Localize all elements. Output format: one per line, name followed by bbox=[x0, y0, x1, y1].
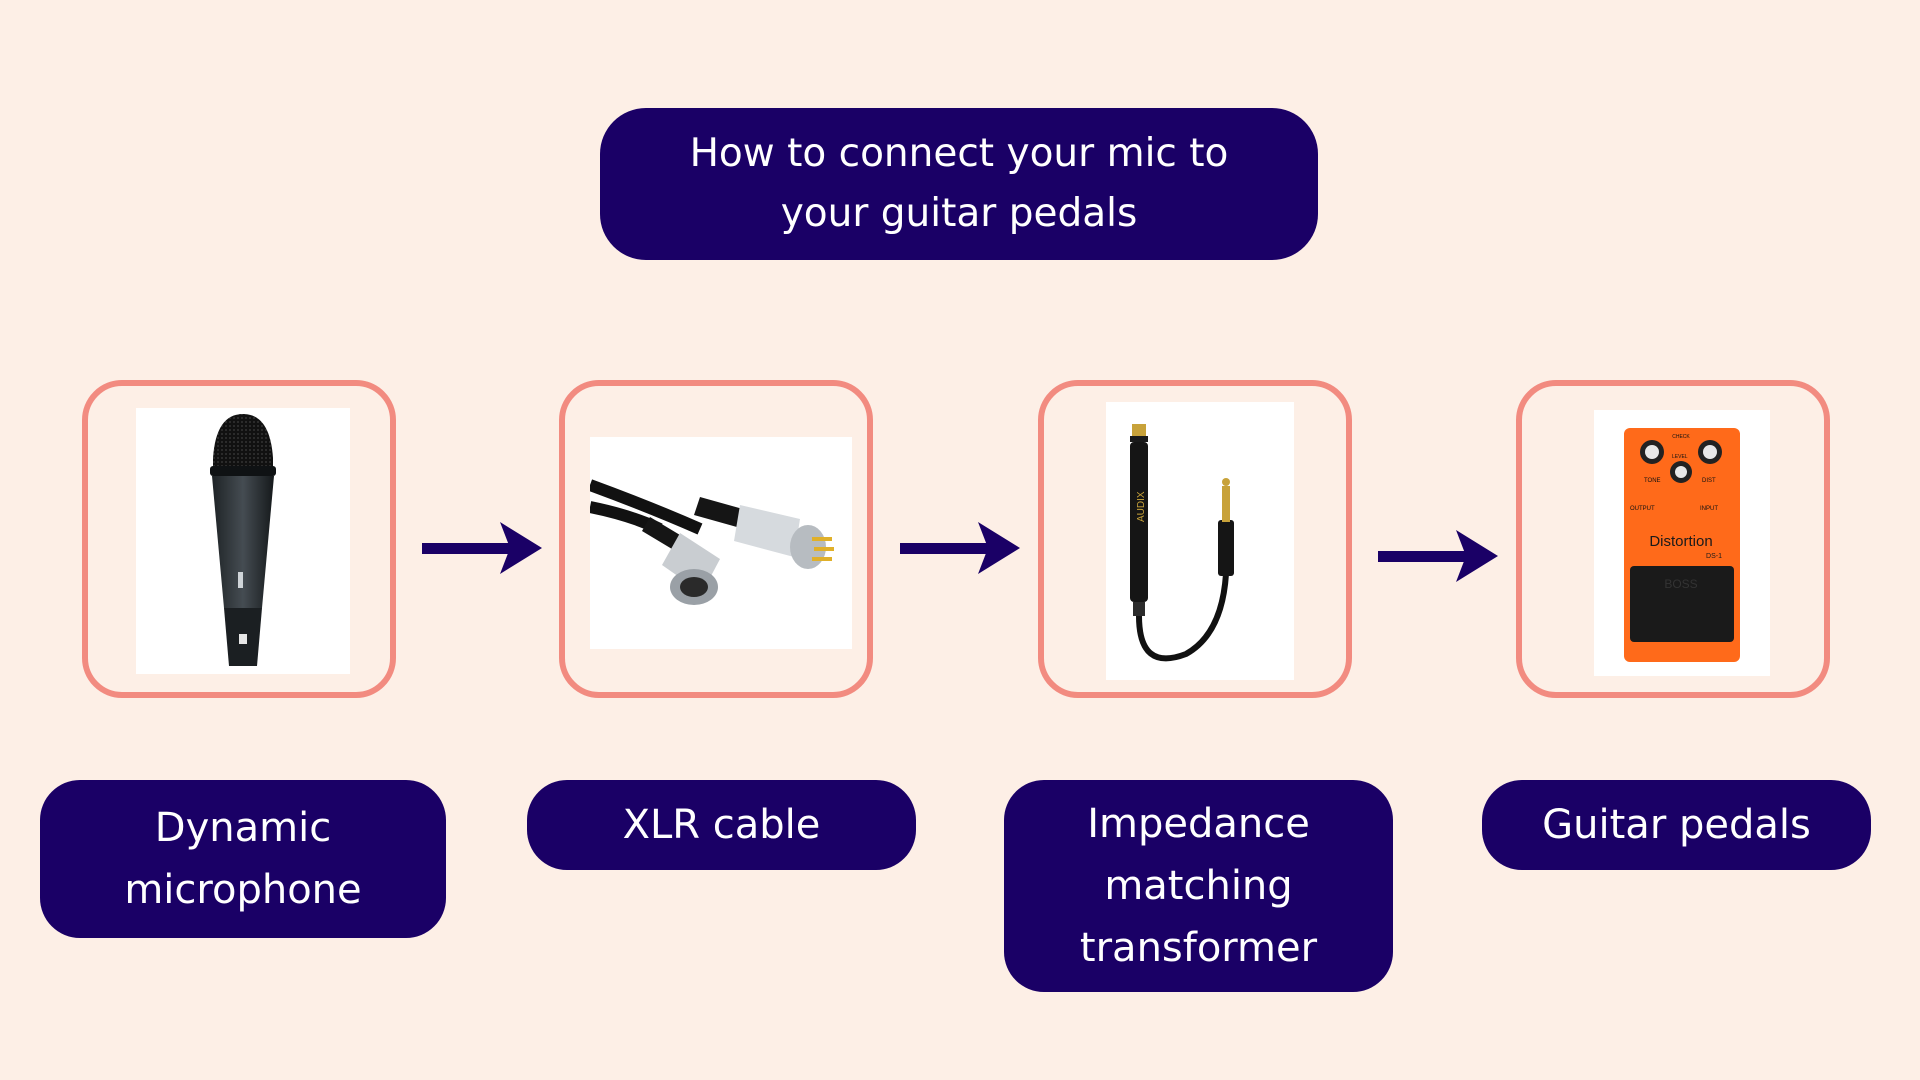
step-box-guitar-pedal: CHECK TONE LEVEL DIST OUTPUT INPUT Disto… bbox=[1516, 380, 1830, 698]
microphone-photo bbox=[136, 408, 350, 674]
step-label-xlr-cable-text: XLR cable bbox=[622, 802, 821, 848]
step-label-transformer: Impedance matching transformer bbox=[1004, 780, 1393, 992]
pedal-output-label: OUTPUT bbox=[1630, 506, 1655, 512]
arrow-right-icon bbox=[1378, 530, 1498, 582]
transformer-photo: AUDIX bbox=[1106, 402, 1294, 680]
step-label-guitar-pedals: Guitar pedals bbox=[1482, 780, 1871, 870]
step-box-transformer: AUDIX bbox=[1038, 380, 1352, 698]
step-label-xlr-cable: XLR cable bbox=[527, 780, 916, 870]
pedal-knob-dist: DIST bbox=[1702, 478, 1716, 484]
xlr-cable-icon bbox=[587, 479, 834, 605]
diagram-title: How to connect your mic to your guitar p… bbox=[600, 108, 1318, 260]
step-label-microphone-text: Dynamic microphone bbox=[124, 805, 362, 913]
guitar-pedal-photo: CHECK TONE LEVEL DIST OUTPUT INPUT Disto… bbox=[1594, 410, 1770, 676]
microphone-icon bbox=[210, 414, 276, 666]
step-box-microphone bbox=[82, 380, 396, 698]
transformer-icon: AUDIX bbox=[1130, 424, 1234, 662]
pedal-check-label: CHECK bbox=[1672, 434, 1690, 440]
distortion-pedal-icon: CHECK TONE LEVEL DIST OUTPUT INPUT Disto… bbox=[1624, 428, 1740, 662]
diagram-title-text: How to connect your mic to your guitar p… bbox=[689, 131, 1229, 236]
arrow-right-icon bbox=[422, 522, 542, 574]
step-label-microphone: Dynamic microphone bbox=[40, 780, 446, 938]
pedal-brand: BOSS bbox=[1664, 577, 1697, 591]
step-label-transformer-text: Impedance matching transformer bbox=[1079, 801, 1318, 971]
pedal-model: DS-1 bbox=[1706, 553, 1722, 560]
pedal-knob-level: LEVEL bbox=[1672, 454, 1688, 460]
step-box-xlr-cable bbox=[559, 380, 873, 698]
arrow-right-icon bbox=[900, 522, 1020, 574]
pedal-name: Distortion bbox=[1649, 533, 1712, 550]
step-label-guitar-pedals-text: Guitar pedals bbox=[1542, 802, 1811, 848]
pedal-input-label: INPUT bbox=[1700, 506, 1718, 512]
transformer-brand: AUDIX bbox=[1136, 491, 1147, 522]
pedal-knob-tone: TONE bbox=[1644, 478, 1661, 484]
xlr-cable-photo bbox=[587, 437, 852, 649]
